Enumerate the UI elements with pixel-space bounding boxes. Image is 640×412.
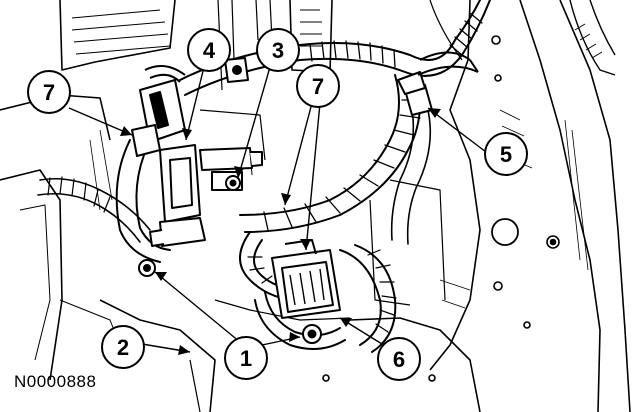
callout-number: 5 bbox=[500, 142, 512, 167]
callout-4: 4 bbox=[187, 28, 231, 72]
callout-number: 2 bbox=[117, 335, 129, 360]
callout-number: 4 bbox=[203, 38, 216, 63]
callout-2: 2 bbox=[101, 325, 145, 369]
callout-number: 7 bbox=[312, 74, 324, 99]
components bbox=[131, 51, 479, 344]
callouts: 7 4 3 7 5 2 1 bbox=[27, 28, 528, 381]
leader-lines bbox=[68, 66, 487, 353]
callout-number: 1 bbox=[240, 346, 252, 371]
connector-block bbox=[271, 239, 341, 319]
harness-clip bbox=[397, 71, 433, 116]
coolant-pipe bbox=[417, 51, 479, 76]
bolt-3 bbox=[225, 175, 241, 191]
wiring-harness bbox=[37, 0, 491, 353]
bolt-1-left bbox=[138, 259, 156, 277]
callout-6: 6 bbox=[377, 337, 421, 381]
bolt-1-right bbox=[302, 324, 322, 344]
figure-id-label: N0000888 bbox=[14, 372, 97, 391]
callout-5: 5 bbox=[484, 132, 528, 176]
left-connector bbox=[131, 65, 186, 157]
callout-number: 7 bbox=[43, 80, 55, 105]
callout-7-left: 7 bbox=[27, 70, 71, 114]
center-bracket bbox=[149, 144, 206, 247]
callout-7-center: 7 bbox=[296, 64, 340, 108]
callout-3: 3 bbox=[256, 28, 300, 72]
callout-number: 6 bbox=[393, 347, 405, 372]
arrowheads bbox=[120, 108, 441, 355]
callout-1: 1 bbox=[224, 336, 268, 380]
upper-mount bbox=[224, 57, 249, 83]
callout-number: 3 bbox=[272, 38, 284, 63]
